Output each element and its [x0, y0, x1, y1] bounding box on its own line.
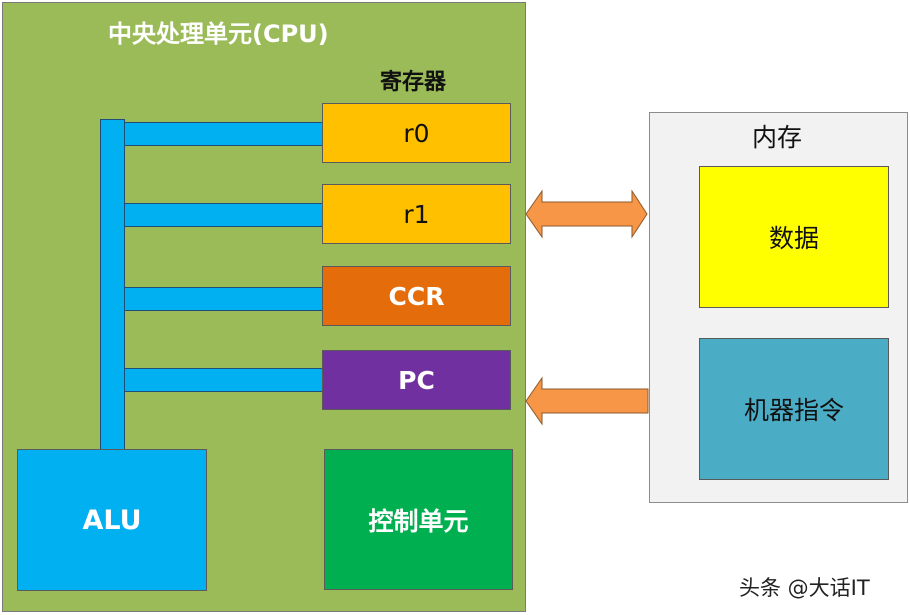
double-arrow-icon	[525, 189, 648, 239]
registers-title: 寄存器	[380, 70, 447, 95]
memory-instructions-block: 机器指令	[699, 338, 889, 480]
register-pc: PC	[322, 350, 511, 410]
internal-bus-vertical	[100, 119, 125, 451]
bus-link-ccr	[124, 287, 323, 311]
alu-block: ALU	[17, 449, 207, 591]
bus-link-r0	[124, 122, 323, 146]
memory-title: 内存	[752, 123, 803, 152]
register-ccr: CCR	[322, 266, 511, 326]
control-unit-block: 控制单元	[324, 449, 513, 590]
register-r1: r1	[322, 184, 511, 244]
left-arrow-icon	[525, 376, 649, 426]
cpu-title: 中央处理单元(CPU)	[108, 20, 329, 48]
watermark: 头条 @大话IT	[739, 576, 870, 600]
bus-link-r1	[124, 203, 323, 227]
bus-link-pc	[124, 368, 323, 392]
memory-data-block: 数据	[699, 166, 889, 308]
register-r0: r0	[322, 103, 511, 163]
